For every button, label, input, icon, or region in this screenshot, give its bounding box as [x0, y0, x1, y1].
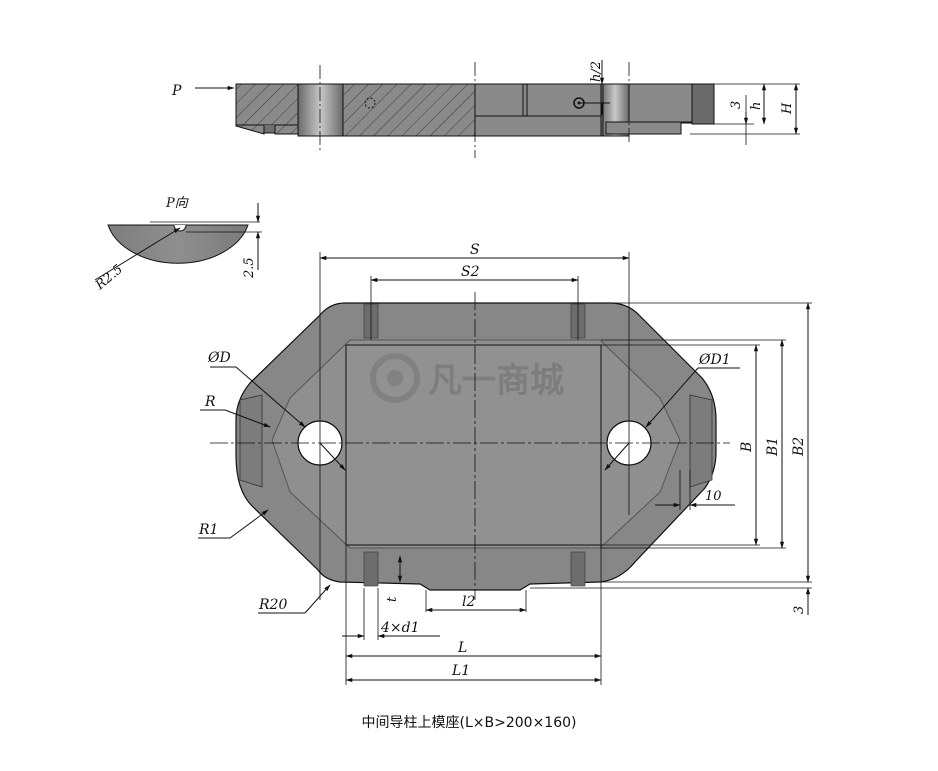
guide-boss-left — [297, 83, 344, 137]
B1-label: B1 — [765, 437, 781, 457]
h-half-label: h/2 — [589, 61, 604, 82]
figure-caption: 中间导柱上模座(L×B>200×160) — [361, 715, 577, 731]
phiD1-label: ØD1 — [698, 352, 731, 368]
B2-label: B2 — [791, 437, 807, 457]
section-view: P h/2 3 h H — [171, 60, 800, 158]
three-bottom-label: 3 — [792, 606, 807, 614]
L1-label: L1 — [451, 663, 470, 679]
four-d1-label: 4×d1 — [380, 620, 420, 636]
h-label: h — [749, 102, 764, 110]
S2-label: S2 — [461, 264, 480, 280]
phiD-label: ØD — [207, 350, 231, 366]
R1-label: R1 — [198, 522, 218, 538]
section-hatch-middle — [342, 83, 476, 137]
ten-label: 10 — [705, 489, 722, 504]
L-label: L — [457, 640, 467, 656]
t-label: t — [385, 596, 400, 602]
p-arrow-label: P — [171, 83, 182, 99]
pin-hole-left — [364, 97, 376, 109]
B-label: B — [739, 442, 755, 453]
l2-label: l2 — [462, 594, 475, 610]
screw-hole-bl — [363, 551, 379, 587]
plan-view: 凡一商城 S S2 B B1 B2 3 — [198, 242, 812, 685]
r25-label: R2.5 — [92, 262, 126, 294]
H-label: H — [780, 102, 795, 115]
d25-label: 2.5 — [242, 257, 257, 279]
R20-label: R20 — [258, 597, 287, 613]
three-top-label: 3 — [729, 101, 744, 109]
R-label: R — [204, 394, 216, 410]
central-pocket — [345, 344, 602, 546]
S-label: S — [470, 242, 480, 258]
screw-hole-br — [570, 551, 586, 587]
watermark: 凡一商城 — [428, 361, 564, 401]
p-view-label: P向 — [165, 196, 189, 211]
p-view-shape — [107, 224, 249, 264]
p-view-detail: P向 R2.5 2.5 — [92, 196, 262, 294]
